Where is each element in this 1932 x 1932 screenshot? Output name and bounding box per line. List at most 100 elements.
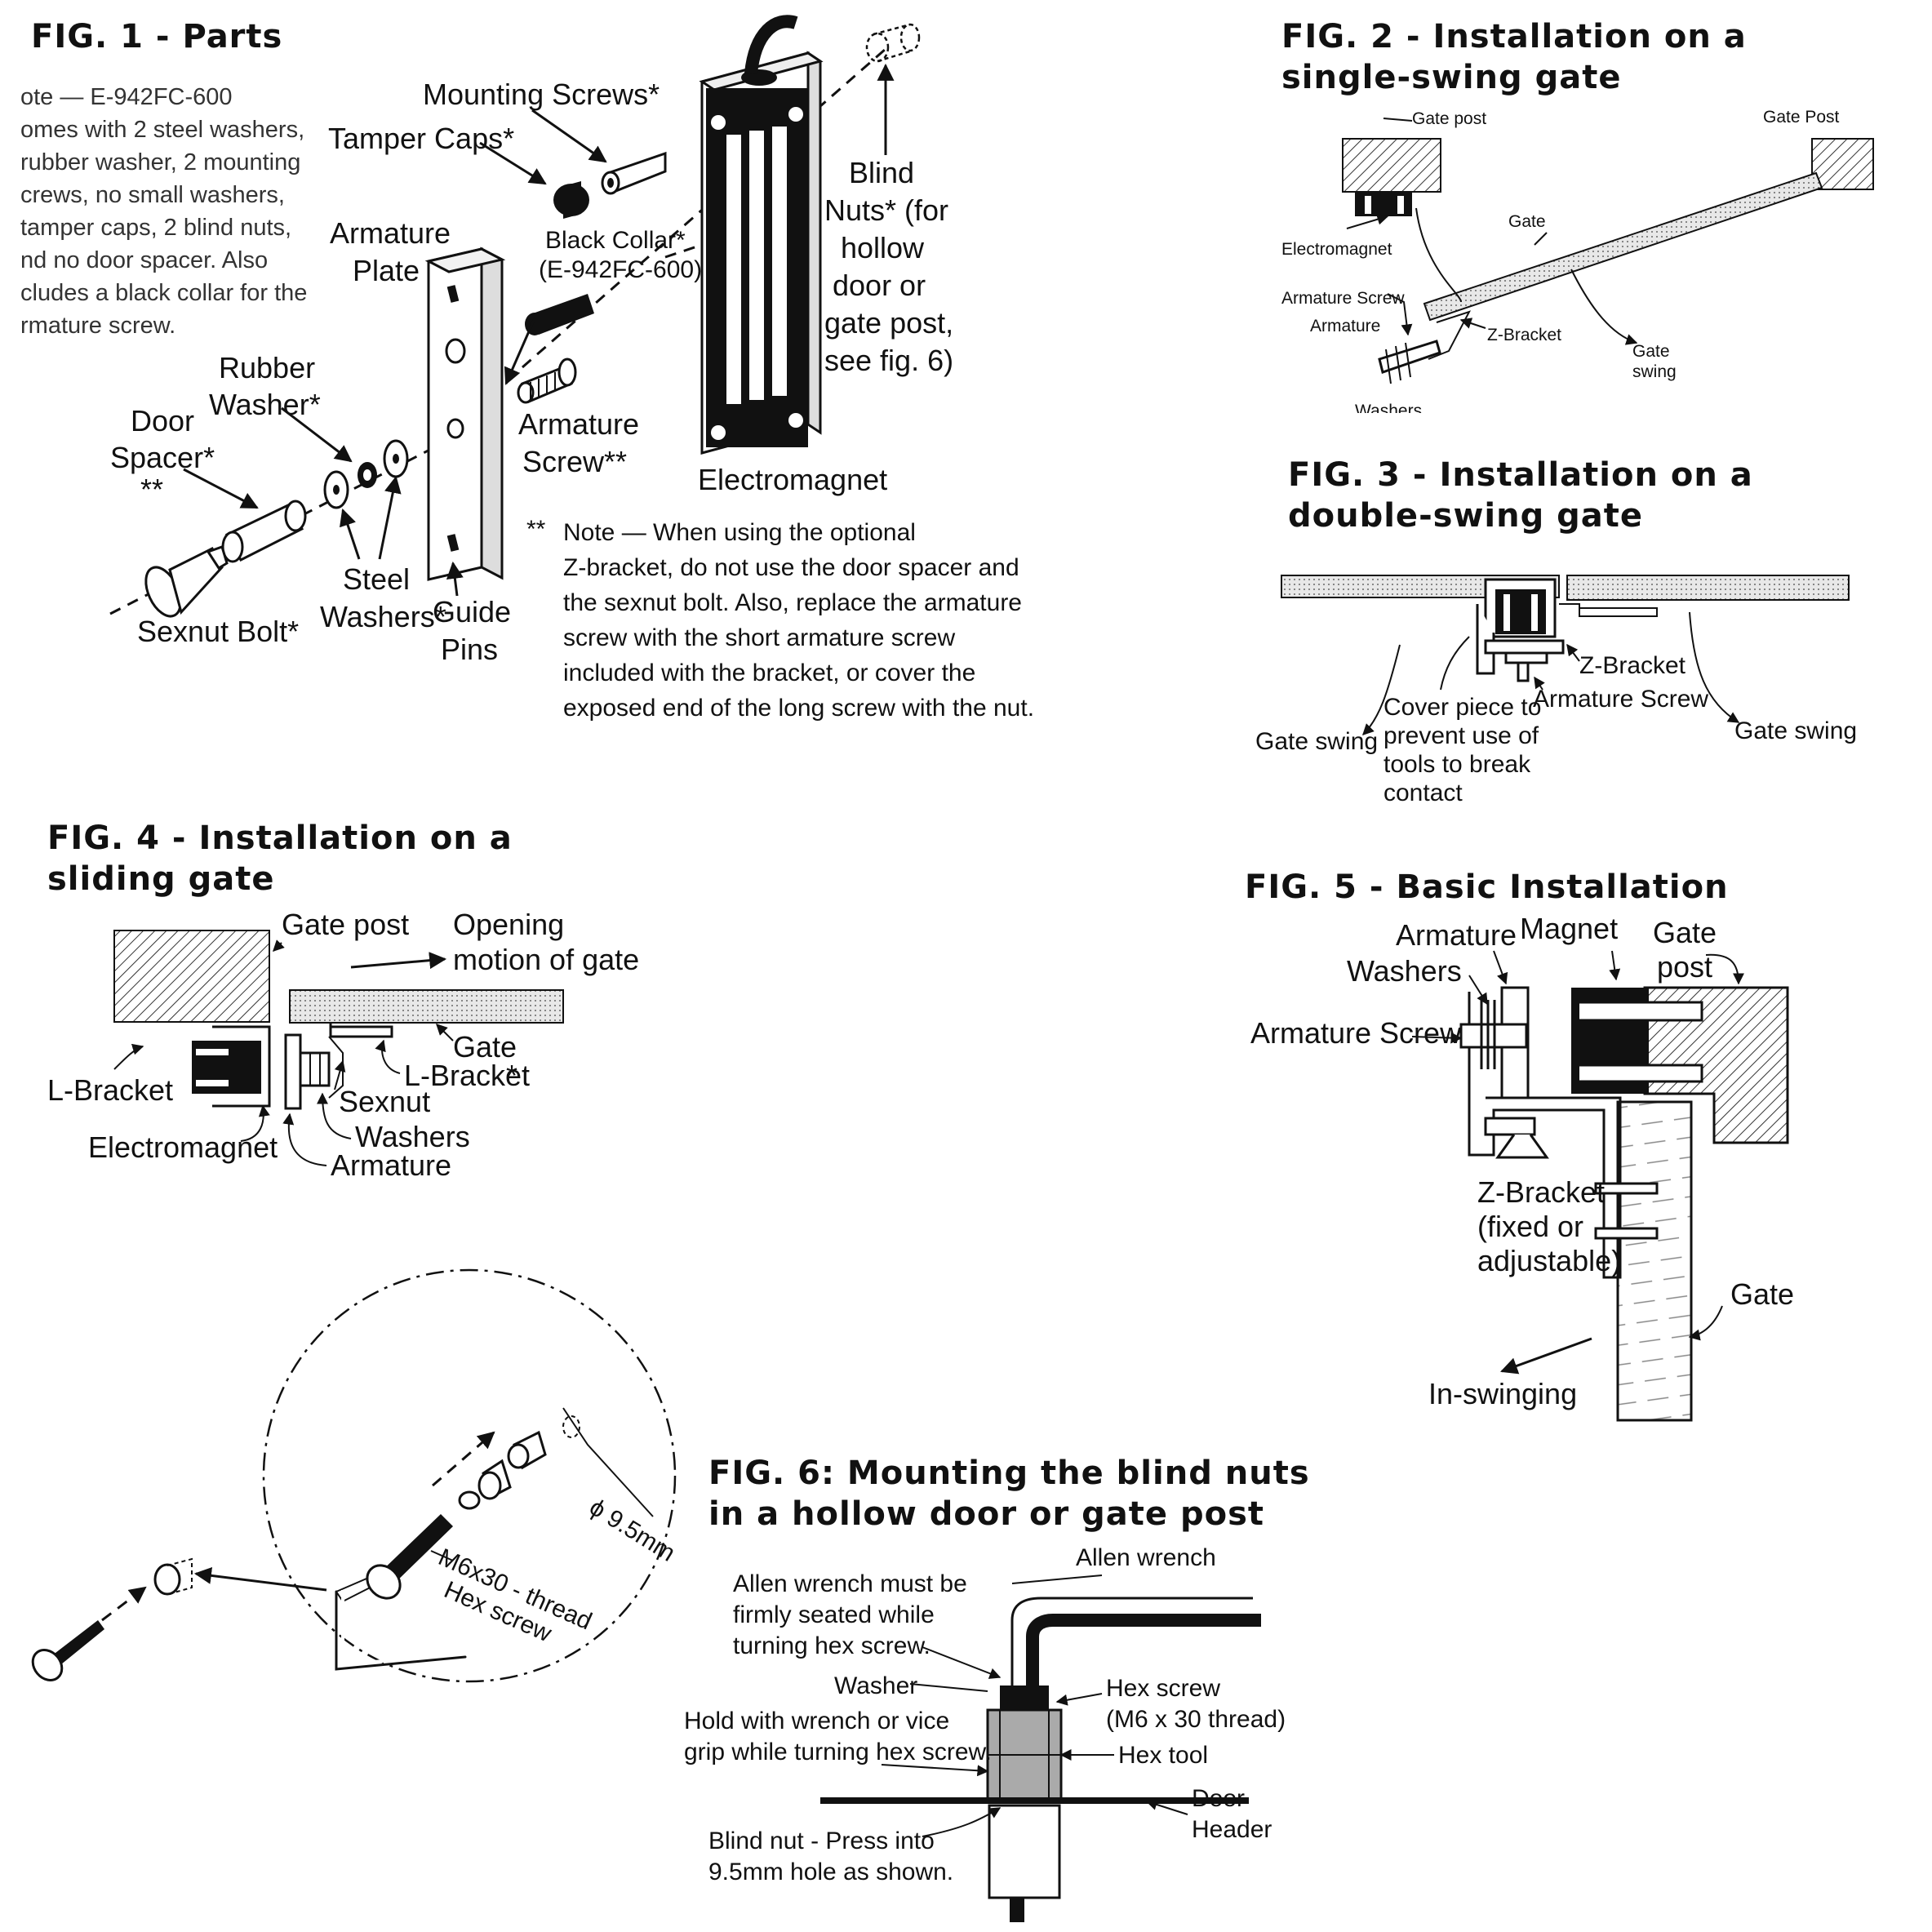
footnote-line: included with the bracket, or cover the (563, 660, 975, 686)
gate-leaf (1616, 1100, 1693, 1422)
label-guide-pins: Pins (441, 633, 498, 666)
leader (1705, 953, 1744, 985)
label-door-spacer: Door (131, 404, 194, 437)
electromagnet-small (1355, 192, 1412, 216)
fig1-note: ote — E-942FC-600 omes with 2 steel wash… (20, 84, 307, 339)
leader (1145, 1799, 1188, 1815)
fig5-label-armature: Armature (1396, 918, 1517, 952)
gate-leaf-right (1566, 575, 1850, 601)
footnote-line: the sexnut bolt. Also, replace the armat… (563, 589, 1022, 616)
leader (1534, 232, 1548, 246)
fig1-note-line: rubber washer, 2 mounting (20, 149, 300, 175)
fig6-label-hold: Hold with wrench or vice (684, 1708, 949, 1734)
leader (273, 939, 285, 952)
electromagnet-small (192, 1041, 261, 1094)
fig2-label-gate-swing: Gate (1632, 342, 1670, 361)
leader (240, 1104, 270, 1142)
cover-piece-line: contact (1383, 779, 1463, 806)
fig2-label-electromagnet: Electromagnet (1281, 240, 1392, 259)
fig2-label-gate-post: Gate Post (1763, 108, 1840, 127)
magnet (1571, 988, 1703, 1094)
armature-small (1484, 639, 1565, 682)
fig2-label-z-bracket: Z-Bracket (1487, 326, 1561, 344)
leader (1534, 676, 1545, 691)
label-door-spacer: Spacer* (110, 441, 215, 474)
leader (334, 1059, 346, 1090)
label-black-collar: (E-942FC-600) (539, 256, 702, 283)
fig6-label-hex-screw: Hex screw (1106, 1675, 1220, 1702)
l-bracket-right (329, 1023, 393, 1038)
fig4-label-l-bracket: L-Bracket (404, 1059, 530, 1092)
cover-piece-line: Cover piece to (1383, 694, 1541, 721)
leader (375, 1039, 401, 1074)
armature-small (284, 1033, 344, 1110)
footnote-line: Note — When using the optional (563, 519, 916, 546)
allen-note-line: firmly seated while (733, 1601, 935, 1628)
fig6-label-hex-tool: Hex tool (1118, 1742, 1208, 1769)
gate-swing-arrow (1362, 644, 1401, 735)
label-door-spacer: ** (140, 473, 163, 506)
fig1-footnote: ** Note — When using the optional Z-brac… (526, 516, 1034, 722)
fig4-label-washers: Washers (355, 1120, 470, 1153)
fig6-label-hex-screw: (M6 x 30 thread) (1106, 1706, 1286, 1733)
z-bracket-line: (fixed or (1477, 1210, 1583, 1243)
fig3-label-gate-swing: Gate swing (1255, 728, 1378, 755)
fig5-label-z-bracket: Z-Bracket (fixed or adjustable) (1477, 1175, 1621, 1277)
fig6-label-allen-note: Allen wrench must be firmly seated while… (733, 1570, 967, 1659)
mounting-screw (553, 151, 667, 219)
black-collar (531, 294, 594, 335)
cover-piece-line: tools to break (1383, 751, 1531, 778)
leader (1346, 213, 1389, 229)
blind-nuts-line: hollow (841, 231, 925, 264)
door-spacer (221, 500, 307, 563)
label-armature-screw: Armature (518, 407, 639, 441)
fig5-label-in-swinging: In-swinging (1428, 1377, 1577, 1410)
label-sexnut-bolt: Sexnut Bolt* (137, 615, 299, 648)
leader (881, 1764, 989, 1777)
fig3-label-z-bracket: Z-Bracket (1579, 652, 1686, 679)
fig1-note-line: nd no door spacer. Also (20, 247, 268, 273)
label-mounting-screws: Mounting Screws* (423, 78, 660, 111)
fig3-title: FIG. 3 - Installation on a (1288, 456, 1753, 494)
armature-screw (517, 358, 577, 404)
leader (1387, 293, 1413, 336)
fig4-label-gate: Gate (453, 1030, 517, 1064)
fig4-label-l-bracket: L-Bracket (47, 1073, 173, 1107)
leader (922, 1646, 1002, 1679)
label-blind-nuts: Blind Nuts* (for hollow door or gate pos… (824, 156, 953, 377)
leader (1440, 636, 1470, 691)
z-bracket (1468, 992, 1622, 1279)
leader (909, 1683, 988, 1692)
fig1-title: FIG. 1 - Parts (31, 18, 282, 56)
gate-swing-arrow (1689, 611, 1740, 723)
leader (1468, 975, 1488, 1006)
fig5-label-gate-post: Gate (1653, 916, 1717, 949)
z-bracket (1428, 310, 1472, 360)
leader (1383, 118, 1413, 122)
armature-stack (1459, 986, 1659, 1240)
electromagnet-small (1484, 578, 1557, 638)
leader (1415, 207, 1462, 303)
leader (1566, 643, 1580, 662)
fig6-label-door-header: Door (1192, 1785, 1245, 1812)
sliding-gate (289, 989, 564, 1024)
leader (113, 1043, 144, 1070)
fig6-label-blind-nut: 9.5mm hole as shown. (708, 1859, 953, 1885)
fig4-label-star: * (506, 1059, 517, 1092)
label-armature-plate: Armature (330, 216, 451, 250)
label-steel-washers: Washers* (320, 600, 446, 633)
fig2-label-gate-swing: swing (1632, 362, 1677, 381)
l-bracket-left (212, 1025, 271, 1108)
z-bracket (1559, 603, 1658, 617)
fig1-note-line: ote — E-942FC-600 (20, 84, 233, 110)
exploded-hex-screw (335, 1415, 580, 1671)
z-bracket-line: Z-Bracket (1477, 1175, 1605, 1209)
fig4-sliding-gate: FIG. 4 - Installation on a sliding gate … (47, 819, 639, 1182)
fig1-leaders (183, 63, 895, 597)
fig2-label-gate-post: Gate post (1412, 109, 1486, 128)
label-black-collar: Black Collar* (545, 227, 686, 254)
gate-swing-arrow (1570, 269, 1638, 345)
label-armature-plate: Plate (353, 254, 420, 287)
fig4-label-opening: Opening (453, 908, 564, 941)
